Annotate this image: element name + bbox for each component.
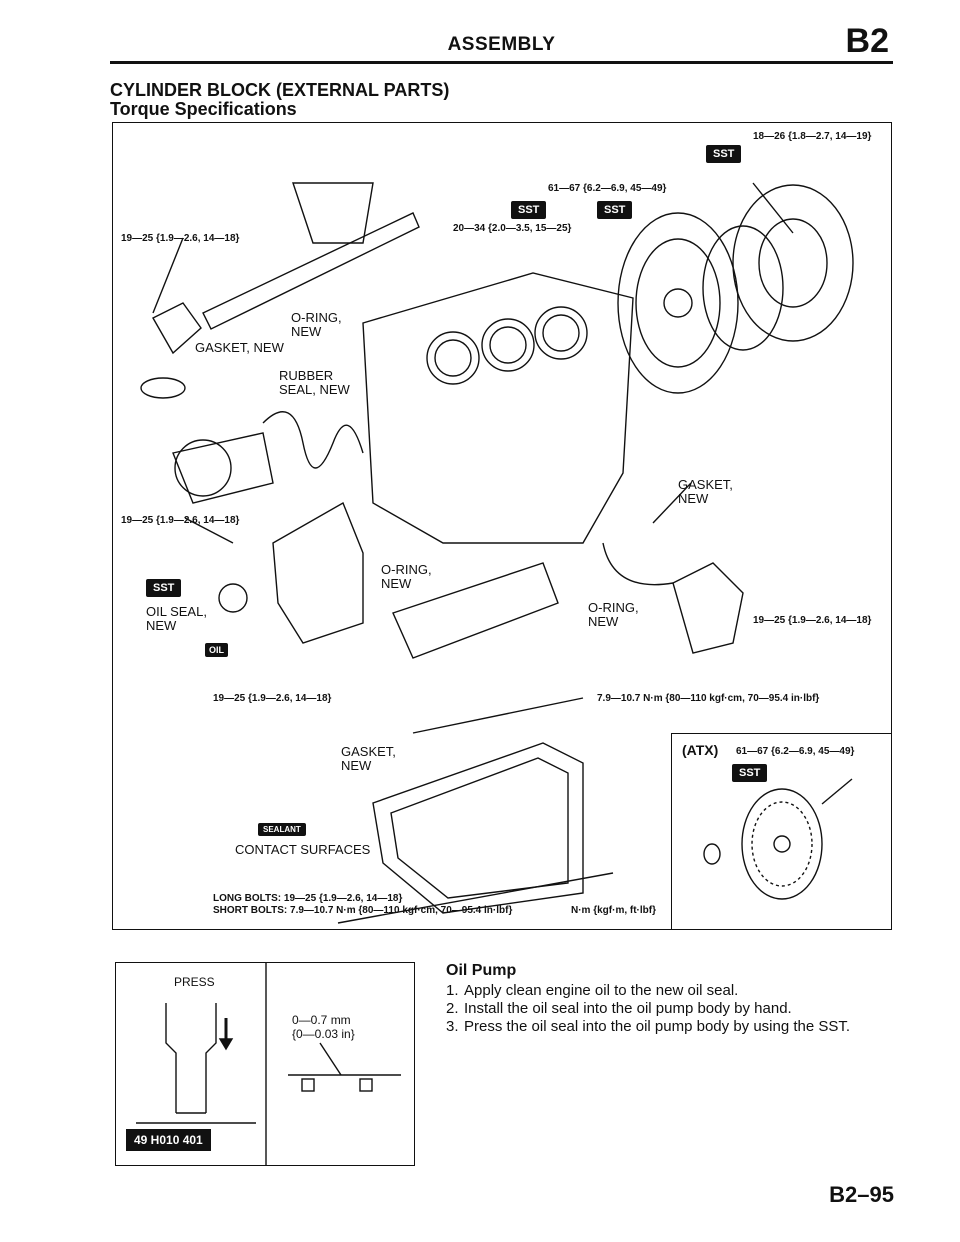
section-subtitle: Torque Specifications [110,99,297,119]
cylinder-block [362,272,634,544]
cylinder-bore-3 [534,306,588,360]
atx-inset: (ATX) 61—67 {6.2—6.9, 45—49} SST [671,733,891,929]
bolts-note-long: LONG BOLTS: 19—25 {1.9—2.6, 14—18} [213,893,403,904]
torque-label-water-pump: 19—25 {1.9—2.6, 14—18} [121,515,240,526]
step-text: Press the oil seal into the oil pump bod… [464,1018,851,1035]
torque-label-pan-small: 7.9—10.7 N·m {80—110 kgf·cm, 70—95.4 in·… [597,693,820,704]
header-rule [110,61,893,64]
header-title: ASSEMBLY [447,34,556,55]
procedure: Oil Pump 1. Apply clean engine oil to th… [446,962,896,1036]
label-gasket-top: GASKET, NEW [195,340,284,355]
torque-label-sensor: 20—34 {2.0—3.5, 15—25} [453,223,572,234]
sst-badge: SST [706,145,742,163]
sst-badge: SST [511,201,547,219]
tool-number-badge: 49 H010 401 [126,1129,211,1151]
press-drawing [136,963,401,1165]
step-number: 2. [446,1000,459,1017]
press-label: PRESS [174,975,215,989]
label-gasket-right: GASKET, NEW [678,477,733,506]
step-number: 3. [446,1018,459,1035]
gap-label: 0—0.7 mm {0—0.03 in} [292,1013,355,1041]
water-pipe [202,212,420,330]
page-number: B2–95 [829,1182,894,1207]
clutch-cover [732,184,854,342]
label-rubber-seal: RUBBER SEAL, NEW [279,368,350,397]
atx-title: (ATX) [682,742,719,758]
oil-pan [372,742,584,914]
flywheel [617,212,739,394]
water-pump [174,439,232,497]
step-text: Apply clean engine oil to the new oil se… [464,982,739,999]
bolts-note-short: SHORT BOLTS: 7.9—10.7 N·m {80—110 kgf·cm… [213,905,513,916]
torque-label-atx: 61—67 {6.2—6.9, 45—49} [736,746,855,757]
oil-seal-press-figure: PRESS 0—0.7 mm {0—0.03 in} 49 H010 401 [115,962,415,1166]
sst-badge: SST [597,201,633,219]
drive-plate [741,788,823,900]
section-title: CYLINDER BLOCK (EXTERNAL PARTS) [110,80,450,100]
sst-badge: SST [146,579,182,597]
procedure-title: Oil Pump [446,962,517,979]
engine-drawing [140,182,854,924]
label-oil-seal: OIL SEAL, NEW [146,604,207,633]
label-contact-surfaces: CONTACT SURFACES [235,842,371,857]
label-o-ring-mid: O-RING, NEW [381,562,432,591]
torque-label-oil-pump-right: 19—25 {1.9—2.6, 14—18} [753,615,872,626]
label-o-ring-top: O-RING, NEW [291,310,342,339]
procedure-step: 1. Apply clean engine oil to the new oil… [446,982,896,1000]
exploded-diagram: 18—26 {1.8—2.7, 14—19} SST 61—67 {6.2—6.… [112,122,892,930]
label-gasket-bottom: GASKET, NEW [341,744,396,773]
cylinder-bore-2 [481,318,535,372]
label-o-ring-right: O-RING, NEW [588,600,639,629]
procedure-steps: 1. Apply clean engine oil to the new oil… [446,982,896,1036]
sst-badge: SST [732,764,768,782]
procedure-step: 2. Install the oil seal into the oil pum… [446,1000,896,1018]
oil-badge: OIL [205,643,228,657]
section-code: B2 [845,22,889,60]
torque-label-water-pipe: 19—25 {1.9—2.6, 14—18} [121,233,240,244]
step-text: Install the oil seal into the oil pump b… [464,1000,792,1017]
procedure-step: 3. Press the oil seal into the oil pump … [446,1018,896,1036]
torque-label-flywheel-bolt: 61—67 {6.2—6.9, 45—49} [548,183,667,194]
cylinder-bore-1 [426,331,480,385]
torque-label-oil-strainer: 19—25 {1.9—2.6, 14—18} [213,693,332,704]
sealant-badge: SEALANT [258,823,306,836]
torque-label-flywheel-top: 18—26 {1.8—2.7, 14—19} [753,131,872,142]
clutch-disc [702,225,784,351]
oil-seal [218,583,248,613]
oil-pump-body [272,501,364,644]
units-note: N·m {kgf·m, ft·lbf} [571,905,656,916]
step-number: 1. [446,982,459,999]
page-header: ASSEMBLY B2 [110,22,893,64]
drive-plate-drawing [703,778,853,900]
